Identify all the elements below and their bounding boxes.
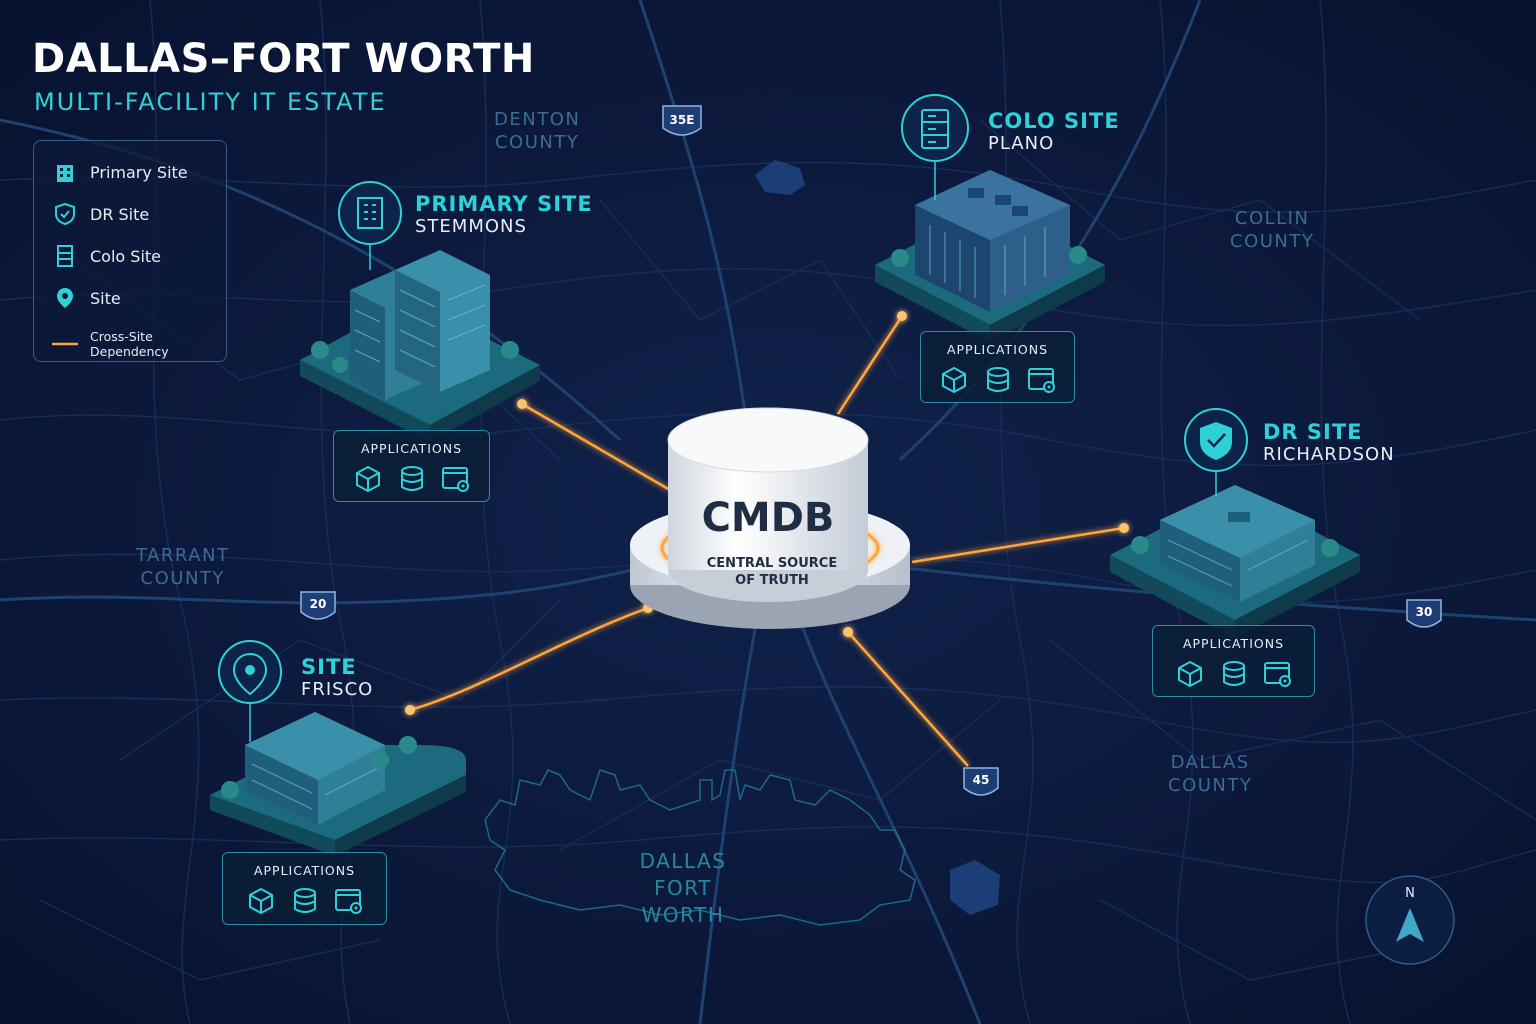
primary-site-applications-panel[interactable]: APPLICATIONS	[333, 430, 490, 502]
colo-site-building	[875, 170, 1105, 342]
app-settings-icon	[1026, 364, 1058, 396]
database-icon	[982, 364, 1014, 396]
lake-north	[755, 160, 805, 195]
dr-site-heading: DR SITE RICHARDSON	[1263, 420, 1395, 465]
frisco-site-heading: SITE FRISCO	[301, 655, 373, 700]
location-pin-icon	[52, 285, 78, 311]
page-subtitle: MULTI-FACILITY IT ESTATE	[34, 88, 387, 116]
legend-item-cross-site-dependency: Cross-Site Dependency	[52, 329, 226, 359]
applications-label: APPLICATIONS	[253, 863, 356, 878]
database-icon	[289, 885, 321, 917]
site-title: SITE	[301, 655, 357, 679]
site-icon-connectors	[249, 161, 1217, 742]
site-location: FRISCO	[301, 679, 374, 700]
shield-icon	[52, 201, 78, 227]
database-icon	[1218, 658, 1250, 690]
cmdb-database	[630, 407, 910, 629]
cube-icon	[938, 364, 970, 396]
site-title: DR SITE	[1263, 420, 1363, 444]
cube-icon	[245, 885, 277, 917]
highway-20-label: 20	[309, 597, 327, 611]
site-location: STEMMONS	[415, 216, 527, 237]
applications-label: APPLICATIONS	[1182, 636, 1285, 651]
colo-site-heading: COLO SITE PLANO	[988, 109, 1120, 154]
compass-north-label: N	[1405, 886, 1415, 901]
legend-item-primary-site: Primary Site	[52, 159, 188, 185]
cmdb-label: CMDB	[701, 495, 835, 541]
app-settings-icon	[440, 463, 472, 495]
primary-site-building	[300, 250, 540, 442]
location-pin-icon	[232, 652, 268, 696]
frisco-site-building	[210, 712, 466, 856]
legend-item-site: Site	[52, 285, 121, 311]
legend-label: Cross-Site Dependency	[90, 329, 169, 359]
page-title: DALLAS–FORT WORTH	[32, 36, 535, 82]
server-rack-icon	[921, 109, 949, 149]
database-icon	[396, 463, 428, 495]
legend-panel: Primary Site DR Site Colo Site Site Cros…	[33, 140, 227, 362]
building-icon	[357, 197, 383, 229]
shield-icon	[1200, 422, 1232, 460]
compass-rose	[1365, 875, 1455, 965]
legend-label: Colo Site	[90, 246, 161, 266]
applications-label: APPLICATIONS	[360, 441, 463, 456]
frisco-site-applications-panel[interactable]: APPLICATIONS	[222, 852, 387, 925]
orange-line-icon	[52, 331, 78, 357]
legend-label: Primary Site	[90, 162, 188, 182]
legend-item-colo-site: Colo Site	[52, 243, 161, 269]
highway-45-label: 45	[972, 773, 990, 787]
legend-label: Site	[90, 288, 121, 308]
legend-label: DR Site	[90, 204, 150, 224]
cube-icon	[1174, 658, 1206, 690]
app-settings-icon	[1262, 658, 1294, 690]
primary-site-heading: PRIMARY SITE STEMMONS	[415, 192, 593, 237]
highway-35e-label: 35E	[669, 113, 695, 127]
app-settings-icon	[333, 885, 365, 917]
server-rack-icon	[52, 243, 78, 269]
building-icon	[52, 159, 78, 185]
site-title: PRIMARY SITE	[415, 192, 593, 216]
highway-30-label: 30	[1415, 605, 1433, 619]
dr-site-applications-panel[interactable]: APPLICATIONS	[1152, 625, 1315, 697]
applications-label: APPLICATIONS	[946, 342, 1049, 357]
site-location: RICHARDSON	[1263, 444, 1395, 465]
site-location: PLANO	[988, 133, 1055, 154]
site-title: COLO SITE	[988, 109, 1120, 133]
colo-site-applications-panel[interactable]: APPLICATIONS	[920, 331, 1075, 403]
dependency-lines	[409, 315, 1125, 767]
lake-south	[950, 860, 1000, 915]
legend-item-dr-site: DR Site	[52, 201, 149, 227]
cube-icon	[352, 463, 384, 495]
highway-shields	[300, 105, 1442, 796]
skyline-outline	[484, 769, 916, 926]
dr-site-building	[1110, 485, 1360, 638]
